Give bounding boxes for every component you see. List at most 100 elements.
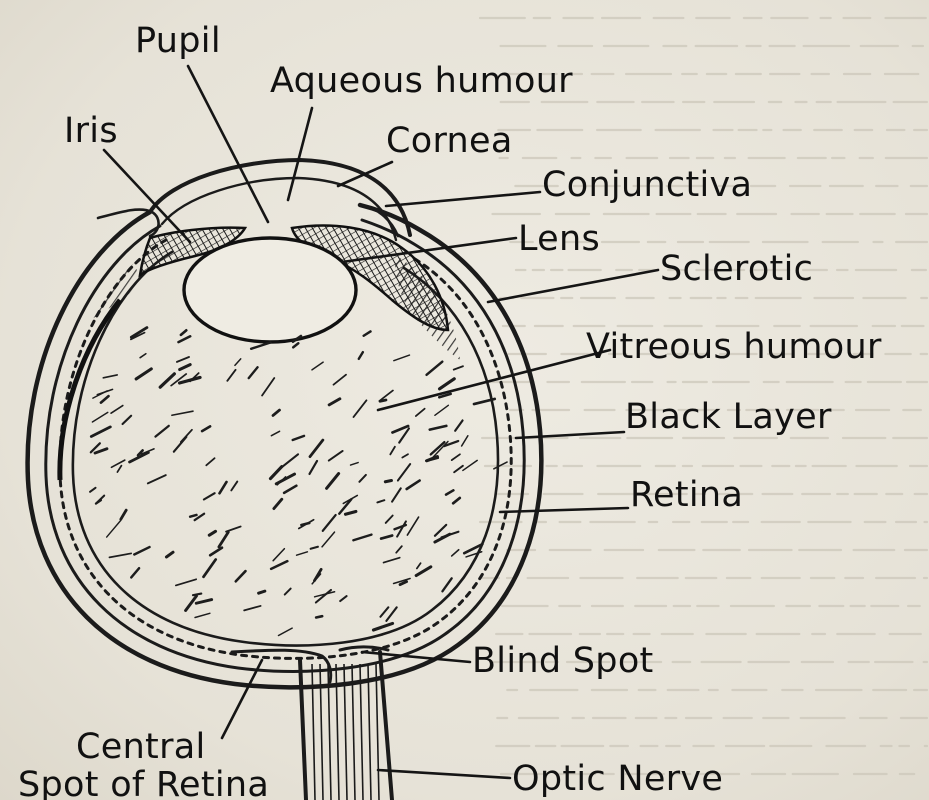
vitreous-stroke	[190, 515, 196, 517]
aqueous-humour-leader	[288, 108, 312, 200]
nerve-fibre	[312, 664, 315, 800]
vitreous-stroke	[384, 558, 400, 563]
vitreous-stroke	[271, 431, 279, 435]
vitreous-stroke	[452, 454, 460, 460]
labels: Pupil Aqueous humour Iris Cornea Conjunc…	[18, 21, 882, 800]
vitreous-stroke	[107, 520, 121, 537]
label-iris: Iris	[64, 111, 118, 151]
vitreous-stroke	[402, 454, 408, 457]
vitreous-stroke	[204, 560, 216, 577]
vitreous-stroke	[111, 406, 123, 414]
vitreous-stroke	[446, 490, 453, 494]
vitreous-stroke	[427, 362, 443, 375]
label-conjunctiva: Conjunctiva	[542, 165, 752, 205]
vitreous-stroke	[293, 343, 298, 347]
vitreous-stroke	[385, 480, 391, 481]
vitreous-stroke	[340, 596, 346, 601]
vitreous-stroke	[274, 499, 282, 508]
nerve-fibre	[376, 664, 379, 800]
vitreous-stroke	[463, 460, 477, 470]
label-aqueous-humour: Aqueous humour	[270, 61, 573, 101]
vitreous-stroke	[309, 461, 317, 474]
vitreous-stroke	[251, 343, 270, 349]
vitreous-stroke	[227, 370, 235, 381]
vitreous-stroke	[270, 467, 281, 479]
vitreous-stroke	[440, 379, 455, 389]
vitreous-stroke	[281, 454, 298, 467]
vitreous-stroke	[394, 355, 410, 361]
vitreous-stroke	[174, 437, 187, 452]
vitreous-stroke	[359, 352, 363, 359]
vitreous-stroke	[435, 525, 446, 536]
vitreous-stroke	[176, 579, 196, 585]
vitreous-humour-leader	[378, 350, 610, 410]
label-optic-nerve: Optic Nerve	[512, 759, 723, 799]
vitreous-stroke	[380, 607, 388, 616]
nerve-fibre	[360, 664, 363, 800]
vitreous-stroke	[494, 462, 507, 469]
black-layer-leader	[516, 432, 624, 438]
vitreous-stroke	[180, 377, 201, 383]
blind-spot-leader	[362, 652, 470, 662]
vitreous-stroke	[92, 412, 107, 422]
vitreous-stroke	[219, 482, 226, 493]
vitreous-stroke	[329, 399, 340, 405]
vitreous-stroke	[427, 457, 437, 461]
label-lens: Lens	[518, 219, 600, 259]
vitreous-stroke	[407, 481, 420, 489]
vitreous-stroke	[219, 532, 228, 547]
vitreous-stroke	[454, 466, 463, 472]
vitreous-stroke	[329, 451, 343, 461]
vitreous-stroke	[373, 623, 392, 630]
vitreous-stroke	[103, 375, 117, 378]
vitreous-stroke	[377, 500, 384, 502]
nerve-fibre	[368, 664, 371, 800]
vitreous-stroke	[364, 331, 371, 335]
label-central-spot-line2: Spot of Retina	[18, 765, 269, 800]
vitreous-stroke	[202, 426, 210, 431]
label-cornea: Cornea	[386, 121, 513, 161]
vitreous-stroke	[285, 589, 291, 595]
vitreous-stroke	[322, 532, 334, 547]
vitreous-stroke	[310, 440, 323, 457]
conjunctiva-leader	[386, 192, 540, 206]
vitreous-stroke	[178, 336, 190, 342]
vitreous-texture	[90, 328, 507, 636]
vitreous-stroke	[166, 552, 173, 557]
vitreous-stroke	[244, 606, 260, 610]
vitreous-stroke	[333, 375, 346, 385]
vitreous-stroke	[353, 400, 366, 417]
vitreous-stroke	[396, 546, 402, 553]
optic-nerve-leader	[378, 770, 510, 778]
vitreous-stroke	[386, 516, 393, 523]
label-pupil: Pupil	[135, 21, 221, 61]
vitreous-stroke	[131, 568, 139, 577]
vitreous-stroke	[297, 552, 308, 555]
vitreous-stroke	[454, 366, 463, 369]
vitreous-stroke	[101, 396, 109, 402]
label-blind-spot: Blind Spot	[472, 641, 654, 681]
label-vitreous-humour: Vitreous humour	[586, 327, 882, 367]
vitreous-stroke	[148, 475, 166, 483]
vitreous-stroke	[231, 482, 237, 491]
vitreous-stroke	[359, 475, 365, 482]
central-spot-leader	[222, 660, 262, 738]
vitreous-stroke	[416, 567, 431, 576]
vitreous-stroke	[91, 427, 110, 437]
vitreous-stroke	[323, 515, 336, 531]
vitreous-stroke	[235, 359, 241, 366]
vitreous-stroke	[262, 378, 274, 395]
eyeball	[28, 160, 542, 800]
vitreous-stroke	[236, 571, 246, 581]
vitreous-stroke	[210, 548, 222, 556]
vitreous-stroke	[417, 563, 421, 568]
vitreous-stroke	[181, 330, 186, 335]
label-central-spot-line1: Central	[76, 727, 206, 767]
vitreous-stroke	[180, 365, 190, 370]
vitreous-stroke	[345, 511, 355, 514]
optic-nerve-left-edge	[300, 660, 306, 800]
vitreous-stroke	[121, 510, 126, 519]
vitreous-stroke	[204, 493, 215, 499]
vitreous-stroke	[172, 411, 193, 415]
